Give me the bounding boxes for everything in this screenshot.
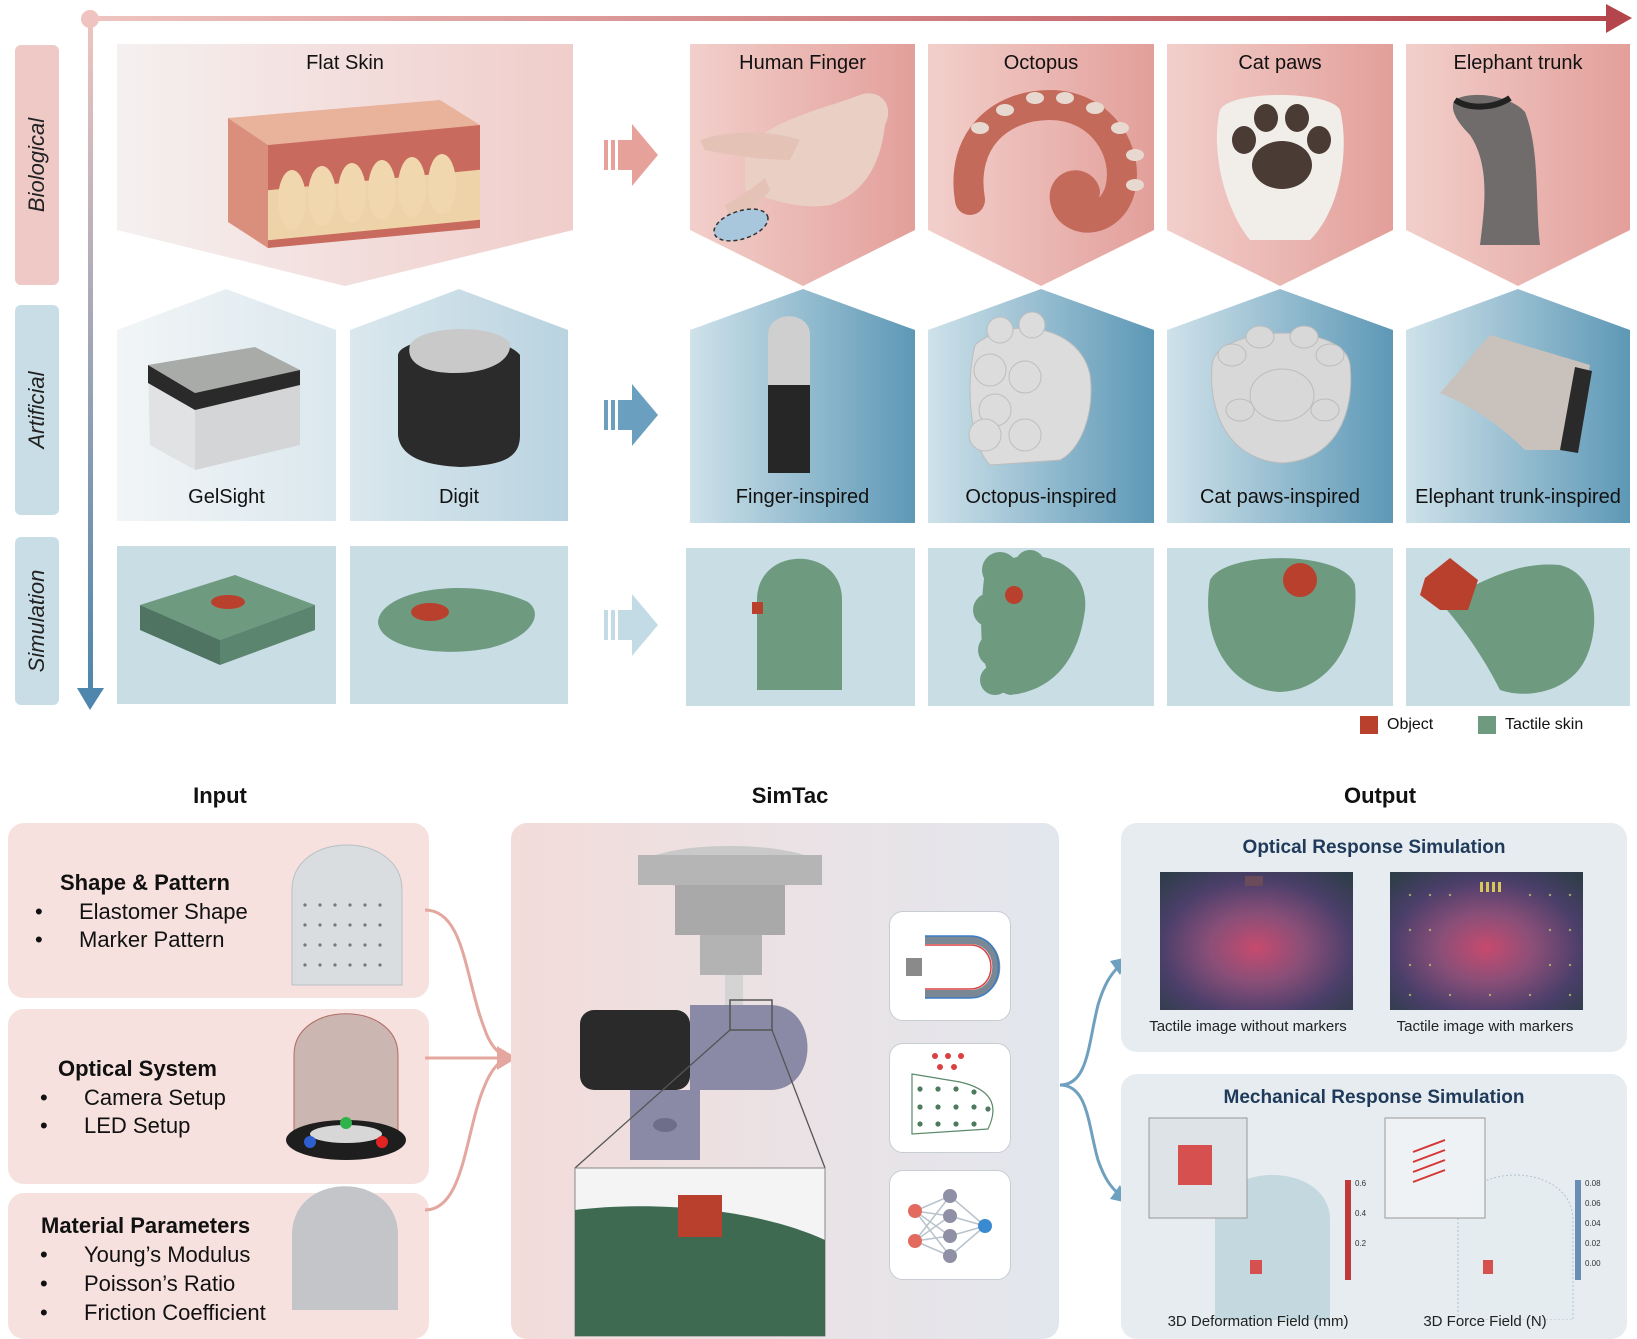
legend-object-swatch xyxy=(1360,716,1378,734)
force-tick-4: 0.00 xyxy=(1585,1259,1601,1268)
biological-row-shapes xyxy=(117,44,1630,286)
deformation-colorbar xyxy=(1345,1180,1351,1280)
particle-mesh-icon xyxy=(911,1053,994,1135)
row-tab-biological: Biological xyxy=(15,45,59,285)
cat-paws-inspired-label: Cat paws-inspired xyxy=(1199,486,1361,508)
optical-response-title: Optical Response Simulation xyxy=(1242,837,1506,858)
material-bullet-1: Young’s Modulus xyxy=(40,1242,250,1268)
octopus-sensor-illustration xyxy=(968,311,1092,466)
human-finger-label: Human Finger xyxy=(739,52,866,74)
y-axis-arrowhead xyxy=(77,688,104,710)
sim-digit xyxy=(378,588,535,652)
simulation-row-shapes xyxy=(140,550,1595,695)
light-path-icon xyxy=(906,935,1001,999)
material-bullet-3: Friction Coefficient xyxy=(40,1300,266,1326)
octopus-tentacle-illustration xyxy=(953,89,1144,233)
optical-system-title: Optical System xyxy=(58,1056,217,1081)
input-illustrations xyxy=(286,844,406,1310)
optical-bullet-1: Camera Setup xyxy=(40,1085,226,1111)
material-bullet-2: Poisson’s Ratio xyxy=(40,1271,235,1297)
octopus-label: Octopus xyxy=(1003,52,1079,74)
x-axis-arrowhead xyxy=(1606,4,1632,33)
mechanical-fields: 0.6 0.4 0.2 0.08 0.06 0.04 0.02 0.00 xyxy=(1148,1117,1601,1320)
x-axis-arrow xyxy=(90,16,1610,21)
finger-sensor-illustration xyxy=(768,316,810,473)
caption-without-markers: Tactile image without markers xyxy=(1149,1018,1347,1035)
row-tab-simulation: Simulation xyxy=(15,537,59,705)
cat-paws-label: Cat paws xyxy=(1238,52,1322,74)
axes xyxy=(77,4,1632,710)
deformation-tick-1: 0.4 xyxy=(1355,1209,1367,1218)
material-dome-illustration xyxy=(292,1186,398,1310)
legend-object-label: Object xyxy=(1387,716,1434,733)
optical-bullet-2: LED Setup xyxy=(40,1113,191,1139)
caption-with-markers: Tactile image with markers xyxy=(1396,1018,1574,1035)
finger-inspired-label: Finger-inspired xyxy=(735,486,870,508)
shape-bullet-1: Elastomer Shape xyxy=(35,899,248,925)
shape-pattern-title: Shape & Pattern xyxy=(60,870,230,895)
cat-paw-sensor-illustration xyxy=(1211,325,1352,464)
elephant-trunk-label: Elephant trunk xyxy=(1453,52,1583,74)
force-zoom-inset xyxy=(1384,1117,1486,1219)
flat-skin-label: Flat Skin xyxy=(306,52,384,74)
marker-dome-illustration xyxy=(291,844,403,986)
simtac-robot-illustration xyxy=(574,846,826,1337)
artificial-row-shapes xyxy=(117,289,1630,523)
gelsight-device-illustration xyxy=(148,347,300,470)
simtac-heading: SimTac xyxy=(751,783,829,808)
force-tick-3: 0.02 xyxy=(1585,1239,1601,1248)
output-heading: Output xyxy=(1343,783,1417,808)
input-to-simtac-connectors xyxy=(425,908,515,1212)
material-parameters-title: Material Parameters xyxy=(41,1213,251,1238)
sim-trunk xyxy=(1420,558,1595,694)
transition-arrow-sim xyxy=(604,594,658,656)
transition-arrow-bio xyxy=(604,124,658,186)
hand-illustration xyxy=(700,93,889,242)
caption-deformation-field: 3D Deformation Field (mm) xyxy=(1167,1313,1349,1330)
legend-skin-swatch xyxy=(1478,716,1496,734)
digit-label: Digit xyxy=(438,486,479,508)
optical-dome-illustration xyxy=(286,1013,406,1160)
sim-octopus xyxy=(973,550,1086,695)
force-tick-0: 0.08 xyxy=(1585,1179,1601,1188)
deformation-tick-0: 0.6 xyxy=(1355,1179,1367,1188)
octopus-inspired-label: Octopus-inspired xyxy=(965,486,1117,508)
simtac-to-output-connectors xyxy=(1059,957,1128,1203)
mesh-icon-card xyxy=(889,1043,1011,1153)
gelsight-label: GelSight xyxy=(188,486,265,508)
shape-bullet-2: Marker Pattern xyxy=(35,927,224,953)
input-heading: Input xyxy=(193,783,247,808)
y-axis-arrow xyxy=(88,20,93,690)
network-icon-card xyxy=(889,1170,1011,1280)
elephant-trunk-sensor-illustration xyxy=(1440,335,1592,453)
force-tick-1: 0.06 xyxy=(1585,1199,1601,1208)
tactile-image-without-markers xyxy=(1160,872,1353,1010)
deformation-tick-2: 0.2 xyxy=(1355,1239,1367,1248)
sim-finger xyxy=(752,558,842,690)
axis-origin xyxy=(81,10,99,28)
transition-arrow-art xyxy=(604,384,658,446)
sim-catpaw xyxy=(1208,558,1356,692)
neural-network-icon xyxy=(908,1189,992,1263)
optical-images xyxy=(1160,872,1583,1010)
elephant-trunk-inspired-label: Elephant trunk-inspired xyxy=(1415,486,1621,508)
sim-flat-gelsight xyxy=(140,575,315,665)
mechanical-response-title: Mechanical Response Simulation xyxy=(1223,1087,1525,1108)
legend-skin-label: Tactile skin xyxy=(1505,716,1584,733)
skin-block-illustration xyxy=(228,100,480,248)
digit-device-illustration xyxy=(398,328,520,467)
caption-force-field: 3D Force Field (N) xyxy=(1423,1313,1547,1330)
force-colorbar xyxy=(1575,1180,1581,1280)
force-tick-2: 0.04 xyxy=(1585,1219,1601,1228)
row-tab-artificial: Artificial xyxy=(15,305,59,515)
tactile-image-with-markers xyxy=(1390,872,1583,1010)
cat-paw-illustration xyxy=(1216,95,1344,240)
elephant-trunk-illustration xyxy=(1452,94,1540,245)
optics-icon-card xyxy=(889,911,1011,1021)
